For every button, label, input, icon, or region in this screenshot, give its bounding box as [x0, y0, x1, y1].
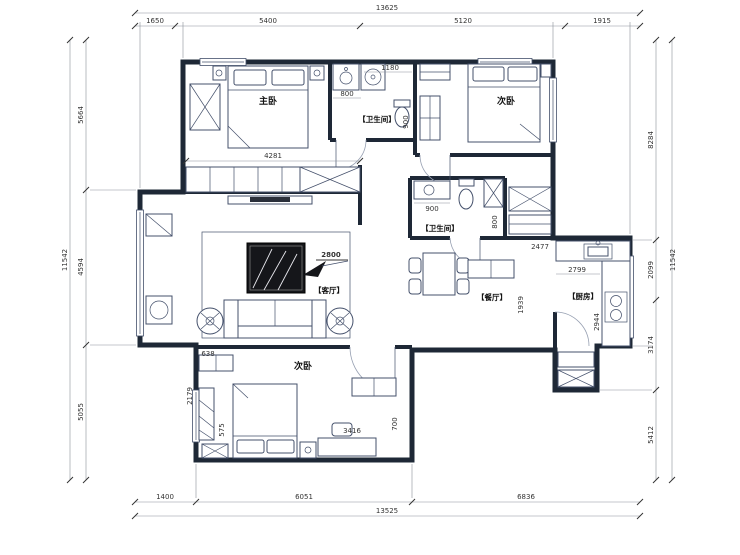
nightstand [540, 63, 552, 78]
dim-bottom-seg-2: 6051 [295, 493, 313, 501]
vanity [332, 63, 360, 91]
pillow [472, 66, 505, 82]
nightstand [212, 65, 227, 81]
dim-bed3-right: 700 [391, 417, 399, 430]
dim-bottom-seg-1: 1400 [156, 493, 174, 501]
room-labels: 主卧 次卧 【卫生间】 【卫生间】 【客厅】 【餐厅】 【厨房】 次卧 [259, 95, 598, 372]
dim-top-overall: 13625 [376, 4, 398, 12]
section-arrow [303, 261, 326, 277]
dim-kitchen-width: 2799 [568, 266, 586, 274]
dining-room [408, 252, 515, 296]
dim-top-seg-2: 5400 [259, 17, 277, 25]
dimension-chain-bottom: 1400 6051 6836 13525 [131, 493, 644, 520]
sofa-armrest [223, 299, 239, 339]
dim-dining-width: 2477 [531, 243, 549, 251]
dim-living-width: 2800 [321, 251, 341, 259]
vanity [413, 180, 451, 200]
sofa-back [237, 325, 313, 339]
nightstand [309, 65, 325, 81]
bedroom-top-right [419, 63, 552, 143]
dim-right-overall: 11542 [669, 249, 677, 271]
dim-closet-row: 4281 [264, 152, 282, 160]
dim-bottom-overall: 13525 [376, 507, 398, 515]
dim-bed3-width: 3416 [343, 427, 361, 435]
dim-bed3-left: 2179 [186, 387, 194, 405]
dim-right-seg-4: 5412 [647, 426, 655, 444]
room-label-dining-room: 【餐厅】 [477, 292, 507, 302]
dim-bath1-depth: 900 [402, 115, 410, 128]
counter-side [601, 260, 631, 347]
pillow [271, 69, 305, 86]
pillow [236, 439, 265, 454]
toilet [458, 188, 474, 210]
master-bedroom [189, 65, 325, 149]
sink [583, 243, 613, 260]
extension-lines [90, 22, 652, 498]
tall-closet [198, 387, 215, 441]
cabinet [508, 214, 552, 235]
pillow [507, 66, 538, 82]
desk [317, 437, 377, 457]
dim-bath1-width: 1180 [381, 64, 399, 72]
dimension-chain-right: 11542 8284 2099 3174 5412 [647, 36, 677, 484]
living-room [145, 195, 354, 339]
dimension-chain-left: 11542 5664 4594 5055 [61, 36, 90, 484]
dim-bath1-vanity: 800 [340, 90, 353, 98]
room-label-bathroom-top: 【卫生间】 [358, 114, 396, 124]
dim-left-seg-3: 5055 [77, 403, 85, 421]
sofa-armrest [311, 299, 327, 339]
dimension-chain-top: 13625 1650 5400 5120 1915 [131, 4, 644, 30]
bathroom-middle [413, 178, 552, 235]
kitchen [555, 240, 631, 388]
closet-row [185, 166, 361, 193]
room-label-living-room: 【客厅】 [314, 285, 344, 295]
room-label-bedroom-bottom: 次卧 [294, 360, 312, 372]
pillow [266, 439, 295, 454]
room-label-kitchen: 【厨房】 [568, 291, 598, 301]
stove [604, 291, 628, 323]
dim-top-seg-1: 1650 [146, 17, 164, 25]
pillow [233, 69, 267, 86]
room-label-bedroom-top-right: 次卧 [497, 95, 515, 107]
bathroom-top [332, 63, 411, 128]
chair [408, 257, 422, 274]
dim-dining-depth: 1939 [517, 296, 525, 314]
chair [408, 278, 422, 295]
chair [331, 422, 353, 437]
toilet [394, 106, 410, 128]
dim-bath2-vanity: 900 [425, 205, 438, 213]
dim-kitchen-depth: 2944 [593, 313, 601, 331]
dining-table [422, 252, 456, 296]
dim-top-seg-4: 1915 [593, 17, 611, 25]
dim-top-seg-3: 5120 [454, 17, 472, 25]
dim-bed3-gap: 638 [201, 350, 214, 358]
nightstand [299, 441, 317, 459]
room-label-bathroom-middle: 【卫生间】 [421, 223, 459, 233]
toilet-tank [458, 178, 475, 187]
dim-left-seg-1: 5664 [77, 106, 85, 124]
dim-right-seg-2: 2099 [647, 261, 655, 279]
dim-right-seg-3: 3174 [647, 336, 655, 354]
dim-bath2-shower: 800 [491, 215, 499, 228]
dim-left-seg-2: 4594 [77, 258, 85, 276]
dim-left-overall: 11542 [61, 249, 69, 271]
room-label-master-bedroom: 主卧 [259, 95, 277, 107]
dim-right-seg-1: 8284 [647, 131, 655, 149]
tv [250, 197, 290, 202]
chair [456, 278, 470, 295]
dim-bottom-seg-3: 6836 [517, 493, 535, 501]
interior-dimensions: 4281 1180 800 900 2800 900 800 2477 2799… [182, 64, 601, 437]
toilet-tank [393, 99, 411, 108]
dim-bed3-step: 575 [218, 423, 226, 436]
balcony-cabinet [557, 351, 595, 368]
bedroom-bottom [198, 354, 397, 459]
chair [456, 257, 470, 274]
